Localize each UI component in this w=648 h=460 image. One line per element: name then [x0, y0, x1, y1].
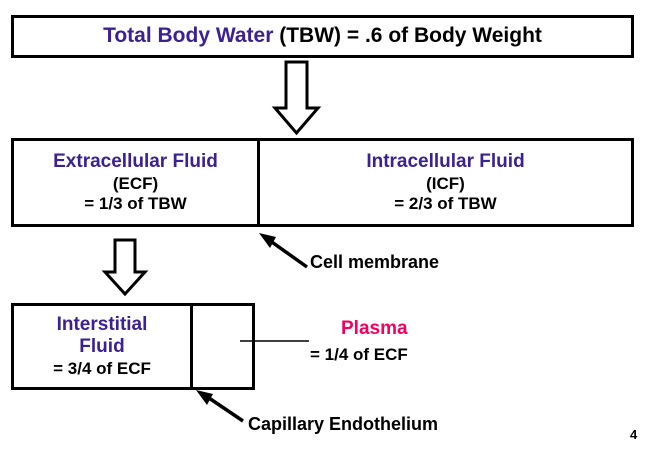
ecf-abbrev: (ECF): [112, 173, 159, 193]
ecf-heading: Extracellular Fluid: [53, 151, 218, 173]
interstitial-heading-line1: Interstitial: [56, 314, 148, 336]
tbw-rest-text: (TBW) = .6 of Body Weight: [273, 24, 542, 48]
interstitial-fraction: = 3/4 of ECF: [53, 358, 151, 378]
capillary-endothelium-divider: [190, 306, 193, 387]
intracellular-fluid-cell: Intracellular Fluid (ICF) = 2/3 of TBW: [260, 141, 631, 224]
plasma-fraction: = 1/4 of ECF: [310, 345, 408, 364]
ecf-icf-box: Extracellular Fluid (ECF) = 1/3 of TBW I…: [11, 138, 634, 227]
page-number: 4: [630, 427, 638, 442]
plasma-heading: Plasma: [341, 318, 408, 339]
block-arrow-down-icon-ecf: [101, 238, 149, 297]
arrow-up-left-icon-cell-membrane: [259, 233, 309, 269]
interstitial-fluid-cell: Interstitial Fluid = 3/4 of ECF: [14, 306, 190, 387]
block-arrow-down-icon-tbw: [271, 60, 322, 136]
interstitial-heading-line2: Fluid: [79, 336, 125, 358]
plasma-compartment-cell: [193, 306, 252, 387]
capillary-endothelium-label: Capillary Endothelium: [248, 414, 439, 434]
tbw-emphasis-text: Total Body Water: [103, 24, 274, 48]
icf-fraction: = 2/3 of TBW: [394, 193, 497, 213]
cell-membrane-label: Cell membrane: [310, 252, 440, 272]
total-body-water-box: Total Body Water (TBW) = .6 of Body Weig…: [11, 15, 634, 58]
arrow-up-left-icon-capillary: [196, 390, 244, 423]
icf-heading: Intracellular Fluid: [366, 151, 525, 173]
ecf-fraction: = 1/3 of TBW: [84, 193, 187, 213]
interstitial-plasma-box: Interstitial Fluid = 3/4 of ECF: [11, 303, 255, 390]
total-body-water-text: Total Body Water (TBW) = .6 of Body Weig…: [14, 18, 631, 55]
extracellular-fluid-cell: Extracellular Fluid (ECF) = 1/3 of TBW: [14, 141, 257, 224]
icf-abbrev: (ICF): [426, 173, 465, 193]
cell-membrane-divider: [257, 141, 260, 224]
